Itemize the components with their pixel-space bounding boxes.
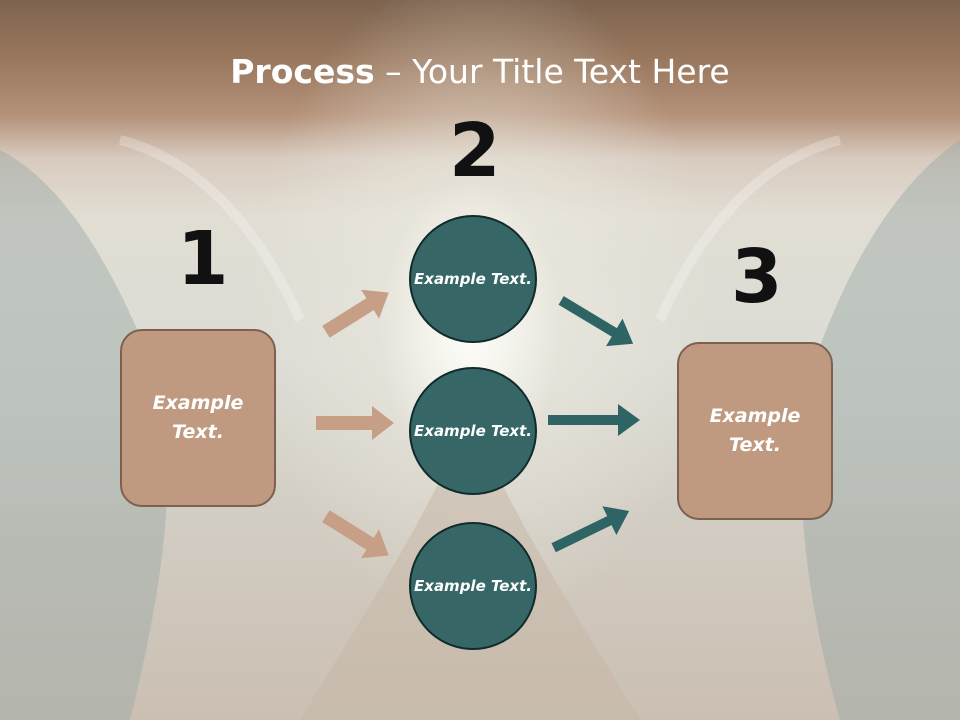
circle-top-text: Example Text.: [414, 269, 532, 288]
arrow-to-top-circle: [322, 289, 389, 338]
step-3-box-text: Example Text.: [709, 405, 801, 456]
step-number-3: 3: [731, 234, 783, 320]
arrow-from-bottom-circle: [551, 506, 630, 553]
title-bold: Process: [230, 52, 375, 91]
step-1-box-text: Example Text.: [152, 392, 244, 443]
step-2-circle-middle: Example Text.: [409, 367, 537, 495]
arrow-from-middle-circle: [548, 404, 640, 436]
circle-middle-text: Example Text.: [414, 421, 532, 440]
circle-bottom-text: Example Text.: [414, 576, 532, 595]
step-number-2: 2: [449, 108, 501, 194]
step-1-box: Example Text.: [120, 329, 276, 507]
step-3-box: Example Text.: [677, 342, 833, 520]
step-number-1: 1: [177, 216, 229, 302]
step-2-circle-top: Example Text.: [409, 215, 537, 343]
title-rest: – Your Title Text Here: [374, 52, 730, 91]
slide-title: Process – Your Title Text Here: [0, 52, 960, 91]
arrow-from-top-circle: [558, 296, 634, 347]
arrow-to-bottom-circle: [322, 510, 389, 559]
arrow-to-middle-circle: [316, 406, 394, 440]
step-2-circle-bottom: Example Text.: [409, 522, 537, 650]
